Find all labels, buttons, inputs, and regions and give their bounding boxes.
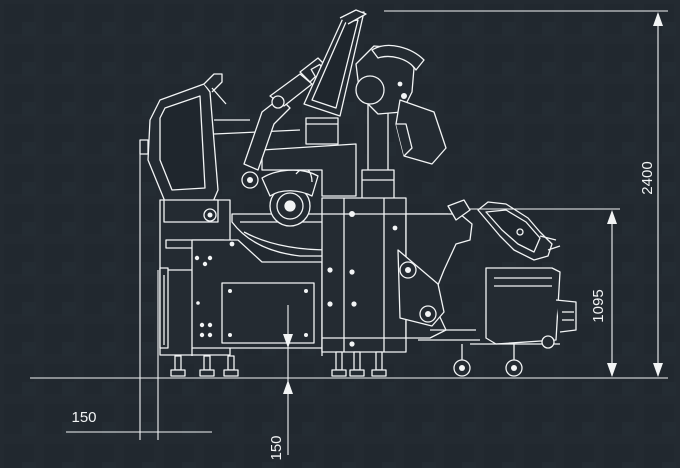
overall-height-label: 2400 bbox=[639, 161, 656, 194]
unloader-arm bbox=[477, 201, 561, 261]
dimension-labels: 2400 1095 150 150 bbox=[71, 161, 656, 460]
discharge-ramp bbox=[397, 199, 480, 341]
lid-loader bbox=[355, 44, 447, 165]
rim-height-label: 1095 bbox=[590, 289, 607, 322]
dimension-lines bbox=[30, 10, 668, 455]
trolley-cart bbox=[470, 267, 577, 345]
casters bbox=[453, 335, 555, 377]
base-cabinet bbox=[191, 239, 323, 356]
knife-head bbox=[241, 167, 336, 227]
lid-housing bbox=[139, 73, 301, 223]
clearance-label: 150 bbox=[268, 435, 285, 460]
foot-offset-label: 150 bbox=[71, 409, 96, 426]
base-bolts bbox=[194, 241, 235, 338]
bowl-cutter-machine bbox=[139, 9, 577, 377]
pillar-cabinet bbox=[321, 197, 407, 353]
machine-feet bbox=[170, 351, 387, 377]
back-cover bbox=[261, 117, 357, 197]
control-display bbox=[303, 9, 367, 117]
pillar-bolts bbox=[327, 211, 398, 347]
access-panel bbox=[221, 282, 315, 344]
